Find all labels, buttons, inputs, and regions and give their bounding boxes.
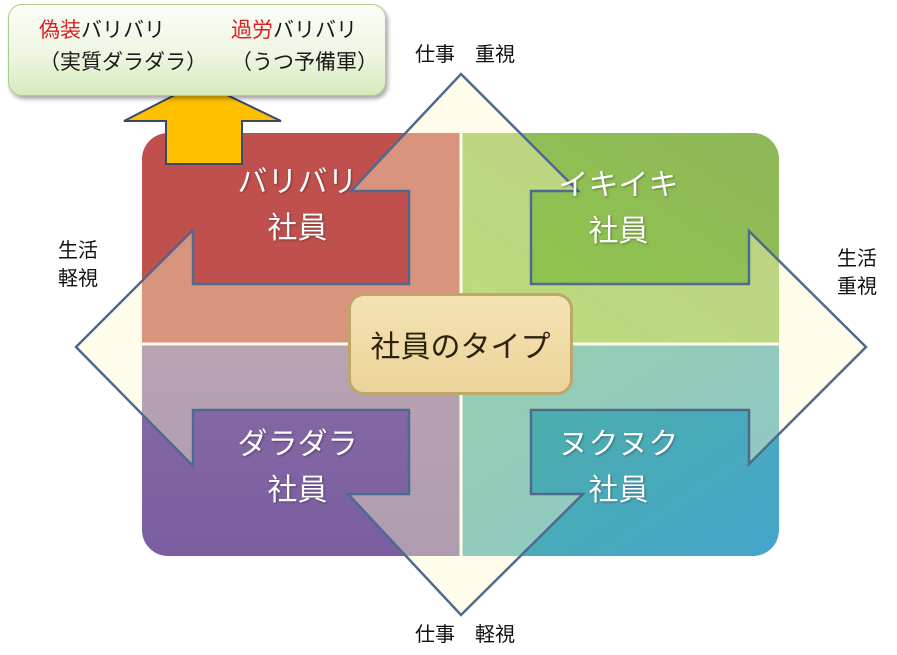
label-top-right-line2: 社員 — [588, 214, 649, 249]
axis-label-right: 生活 重視 — [827, 244, 887, 300]
label-bottom-right: ヌクヌク 社員 — [531, 422, 706, 514]
callout-right-red: 過労 — [231, 18, 273, 42]
callout-left-red: 偽装 — [39, 18, 81, 42]
label-bottom-right-line1: ヌクヌク — [558, 427, 679, 462]
callout-left-rest: バリバリ — [81, 18, 165, 42]
label-bottom-left-line2: 社員 — [267, 473, 328, 508]
label-top-left-line2: 社員 — [267, 211, 328, 246]
label-top-right-line1: イキイキ — [558, 168, 679, 203]
label-bottom-left-line1: ダラダラ — [237, 427, 358, 462]
callout-box: 偽装バリバリ （実質ダラダラ） 過労バリバリ （うつ予備軍） — [8, 4, 386, 96]
label-top-left-line1: バリバリ — [237, 165, 358, 200]
label-top-left: バリバリ 社員 — [210, 160, 385, 252]
axis-label-top: 仕事 重視 — [415, 42, 515, 66]
axis-label-left-line1: 生活 — [58, 238, 98, 262]
center-label: 社員のタイプ — [370, 330, 551, 365]
axis-label-right-line1: 生活 — [837, 246, 877, 270]
label-top-right: イキイキ 社員 — [531, 163, 706, 255]
center-label-box: 社員のタイプ — [348, 293, 573, 395]
axis-label-bottom: 仕事 軽視 — [415, 622, 515, 646]
callout-right: 過労バリバリ （うつ予備軍） — [231, 15, 378, 77]
axis-label-right-line2: 重視 — [837, 274, 877, 298]
callout-right-rest: バリバリ — [273, 18, 357, 42]
callout-right-sub: （うつ予備軍） — [231, 50, 378, 74]
label-bottom-left: ダラダラ 社員 — [210, 422, 385, 514]
callout-left-sub: （実質ダラダラ） — [39, 50, 207, 74]
callout-left: 偽装バリバリ （実質ダラダラ） — [39, 15, 207, 77]
axis-label-left: 生活 軽視 — [48, 236, 108, 292]
label-bottom-right-line2: 社員 — [588, 473, 649, 508]
axis-label-left-line2: 軽視 — [58, 266, 98, 290]
up-arrow — [123, 80, 282, 165]
